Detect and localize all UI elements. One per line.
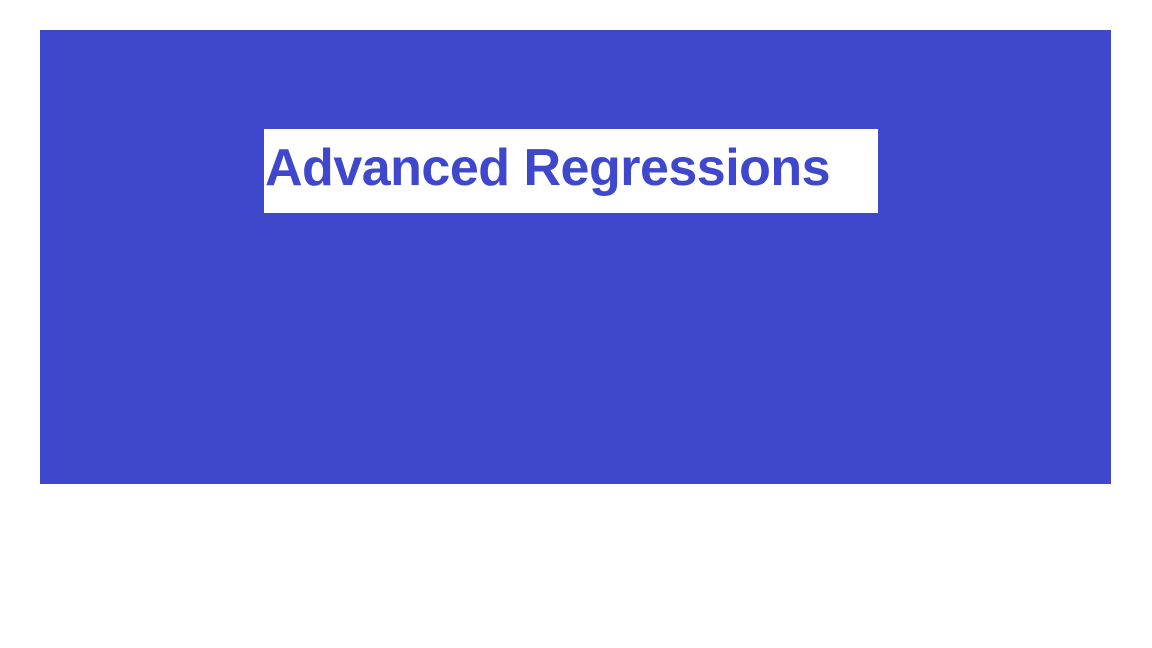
slide-banner: Advanced Regressions (40, 30, 1111, 484)
title-box: Advanced Regressions (264, 129, 878, 213)
page-title: Advanced Regressions (265, 139, 831, 197)
